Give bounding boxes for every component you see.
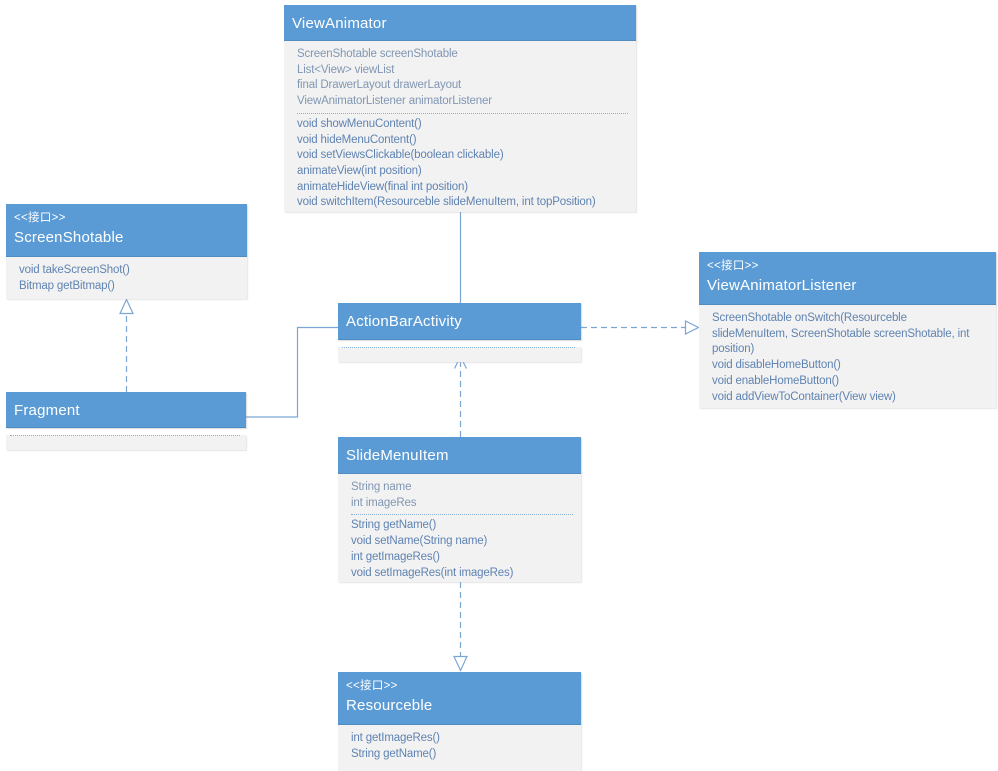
- method-row: void hideMenuContent(): [297, 133, 417, 146]
- attribute-row: ViewAnimatorListener animatorListener: [297, 95, 492, 108]
- hollow-triangle-arrow-icon: [119, 298, 134, 315]
- class-title: Resourceble: [346, 697, 433, 714]
- attributes-compartment: ScreenShotable screenShotable List<View>…: [297, 47, 630, 110]
- methods-compartment: void showMenuContent() void hideMenuCont…: [297, 117, 630, 211]
- class-box-viewanimator[interactable]: ViewAnimator ScreenShotable screenShotab…: [284, 5, 636, 212]
- methods-compartment: String getName() void setName(String nam…: [351, 518, 575, 581]
- compartment-separator: [342, 347, 575, 348]
- method-row: String getName(): [351, 747, 437, 760]
- method-row: void takeScreenShot(): [19, 264, 130, 276]
- class-body: [338, 347, 581, 362]
- class-title: ScreenShotable: [14, 229, 124, 246]
- compartment-separator: [10, 435, 240, 436]
- class-title: ViewAnimator: [292, 14, 387, 32]
- class-title: SlideMenuItem: [346, 447, 449, 464]
- method-row: void setName(String name): [351, 535, 488, 548]
- method-row: void switchItem(Resourceble slideMenuIte…: [297, 196, 596, 209]
- class-title: Fragment: [14, 401, 80, 419]
- class-box-actionbaractivity[interactable]: ActionBarActivity: [338, 303, 581, 362]
- method-row: String getName(): [351, 519, 437, 532]
- method-row: animateView(int position): [297, 164, 422, 177]
- class-box-screenshotable[interactable]: <<接口>> ScreenShotable void takeScreenSho…: [6, 204, 247, 299]
- class-box-fragment[interactable]: Fragment: [6, 392, 246, 450]
- class-header: <<接口>> ScreenShotable: [6, 204, 247, 257]
- class-body: ScreenShotable onSwitch(Resourceble slid…: [699, 305, 996, 408]
- attribute-row: ScreenShotable screenShotable: [297, 48, 458, 60]
- methods-compartment: int getImageRes() String getName(): [351, 731, 575, 762]
- method-row: int getImageRes(): [351, 550, 440, 563]
- hollow-triangle-arrow-icon: [684, 320, 700, 335]
- methods-compartment: ScreenShotable onSwitch(Resourceble slid…: [712, 311, 990, 405]
- class-header: <<接口>> ViewAnimatorListener: [699, 252, 996, 305]
- class-body: String name int imageRes String getName(…: [338, 474, 581, 582]
- class-body: [6, 435, 246, 450]
- class-title: ViewAnimatorListener: [707, 277, 857, 294]
- method-row: animateHideView(final int position): [297, 180, 468, 193]
- methods-compartment: void takeScreenShot() Bitmap getBitmap(): [19, 263, 241, 294]
- stereotype-label: <<接口>>: [346, 680, 398, 692]
- class-body: void takeScreenShot() Bitmap getBitmap(): [6, 257, 247, 299]
- class-header: <<接口>> Resourceble: [338, 672, 581, 725]
- association-fragment-actionbaractivity[interactable]: [246, 326, 338, 418]
- compartment-separator: [351, 514, 573, 516]
- class-box-slidemenuitem[interactable]: SlideMenuItem String name int imageRes S…: [338, 437, 581, 582]
- method-row: void disableHomeButton(): [712, 359, 841, 372]
- class-box-resourceble[interactable]: <<接口>> Resourceble int getImageRes() Str…: [338, 672, 581, 771]
- method-row: void setViewsClickable(boolean clickable…: [297, 149, 504, 162]
- compartment-separator: [297, 112, 628, 114]
- attribute-row: List<View> viewList: [297, 63, 395, 76]
- method-row: void enableHomeButton(): [712, 374, 839, 387]
- class-body: int getImageRes() String getName(): [338, 725, 581, 771]
- attribute-row: int imageRes: [351, 496, 417, 509]
- realization-slidemenuitem-resourceble[interactable]: [453, 582, 468, 672]
- class-box-viewanimatorlistener[interactable]: <<接口>> ViewAnimatorListener ScreenShotab…: [699, 252, 996, 408]
- method-row: void addViewToContainer(View view): [712, 390, 896, 403]
- class-title: ActionBarActivity: [346, 313, 462, 330]
- method-row: int getImageRes(): [351, 732, 440, 744]
- class-body: ScreenShotable screenShotable List<View>…: [284, 41, 636, 212]
- hollow-triangle-arrow-icon: [453, 655, 468, 672]
- method-row: void showMenuContent(): [297, 117, 422, 130]
- realization-fragment-screenshotable[interactable]: [119, 298, 134, 393]
- class-header: ViewAnimator: [284, 5, 636, 41]
- attributes-compartment: String name int imageRes: [351, 480, 575, 511]
- class-header: Fragment: [6, 392, 246, 428]
- stereotype-label: <<接口>>: [14, 212, 66, 224]
- realization-actionbaractivity-viewanimatorlistener[interactable]: [581, 320, 700, 335]
- attribute-row: final DrawerLayout drawerLayout: [297, 79, 462, 92]
- method-row: Bitmap getBitmap(): [19, 279, 115, 292]
- method-row: ScreenShotable onSwitch(Resourceble slid…: [712, 312, 970, 356]
- stereotype-label: <<接口>>: [707, 260, 759, 272]
- class-header: SlideMenuItem: [338, 437, 581, 474]
- method-row: void setImageRes(int imageRes): [351, 566, 514, 579]
- dependency-slidemenuitem-actionbaractivity[interactable]: [453, 355, 468, 438]
- class-header: ActionBarActivity: [338, 303, 581, 340]
- attribute-row: String name: [351, 481, 412, 493]
